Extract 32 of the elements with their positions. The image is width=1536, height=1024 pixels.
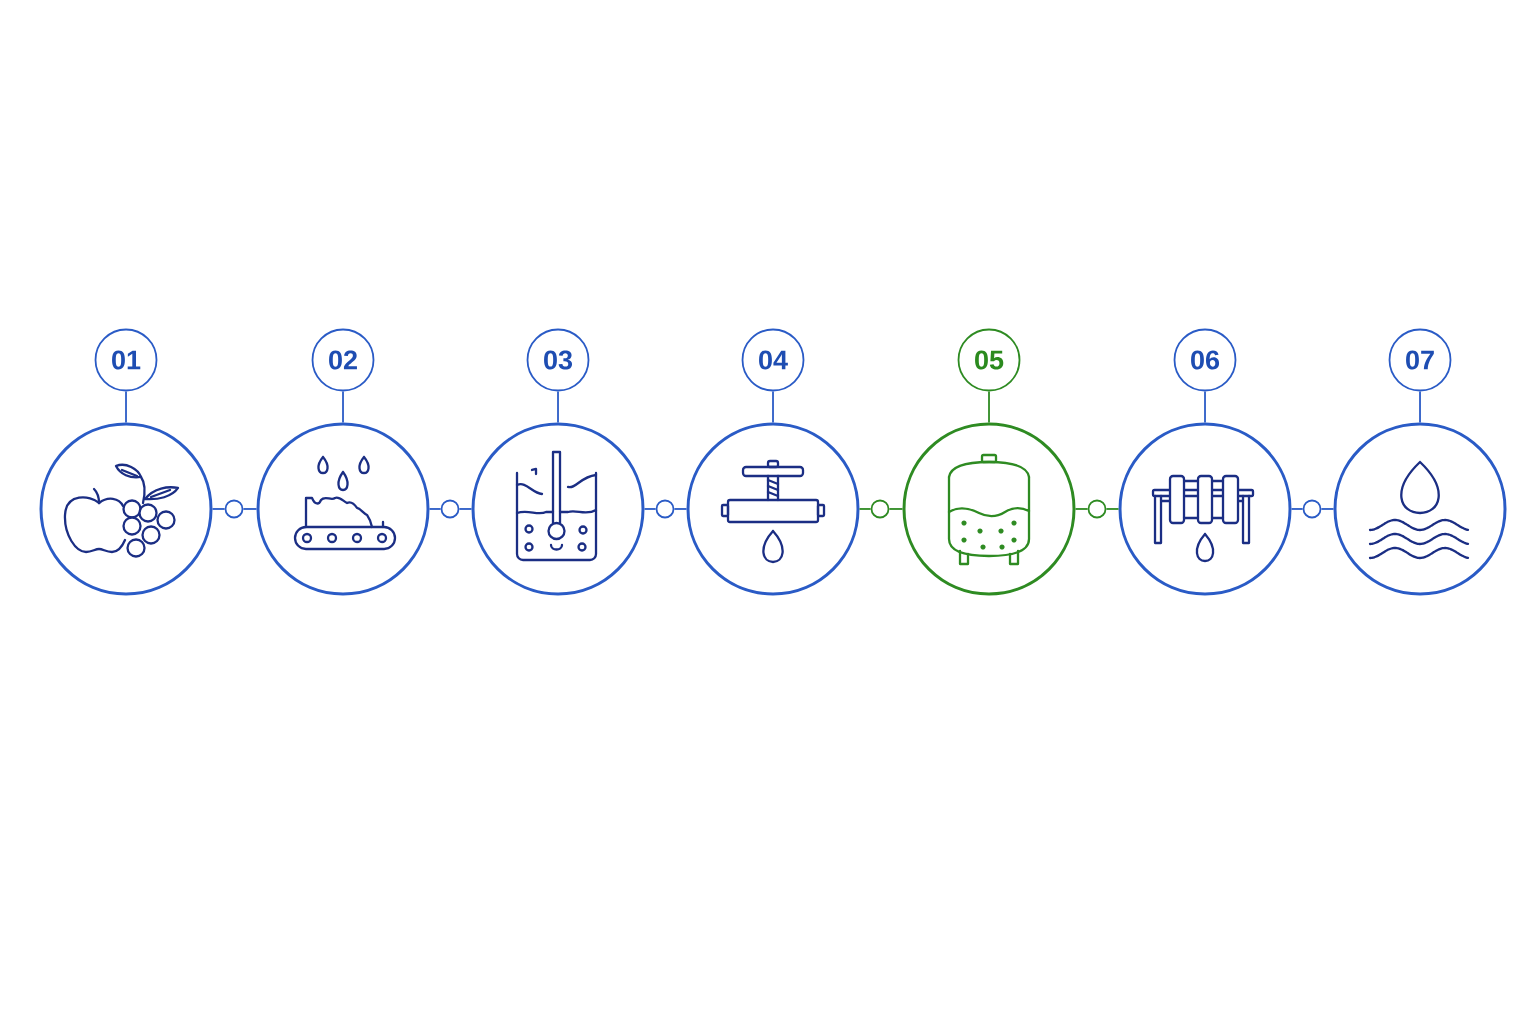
connector-line [1105, 508, 1120, 510]
icon-circle [256, 422, 430, 596]
icon-circle [1118, 422, 1292, 596]
connector-line [342, 390, 344, 424]
connector-line [458, 508, 473, 510]
junction-circle [440, 499, 460, 519]
icon-circle [471, 422, 645, 596]
connector-line [428, 508, 442, 510]
connector-line [1204, 390, 1206, 424]
connector-line [988, 390, 990, 424]
junction-circle [224, 499, 244, 519]
connector-line [211, 508, 226, 510]
connector-line [643, 508, 657, 510]
junction-circle [1087, 499, 1107, 519]
junction-circle [1302, 499, 1322, 519]
junction-circle [655, 499, 675, 519]
icon-circle [686, 422, 860, 596]
connector-line [1074, 508, 1089, 510]
connector-line [1320, 508, 1335, 510]
junction-circle [870, 499, 890, 519]
connector-line [673, 508, 688, 510]
connector-line [1290, 508, 1304, 510]
connector-line [888, 508, 904, 510]
connector-line [242, 508, 258, 510]
connector-line [125, 390, 127, 424]
icon-circle [902, 422, 1076, 596]
connector-line [858, 508, 872, 510]
connector-line [772, 390, 774, 424]
icon-circle [39, 422, 213, 596]
connector-line [557, 390, 559, 424]
icon-circle [1333, 422, 1507, 596]
connector-line [1419, 390, 1421, 424]
